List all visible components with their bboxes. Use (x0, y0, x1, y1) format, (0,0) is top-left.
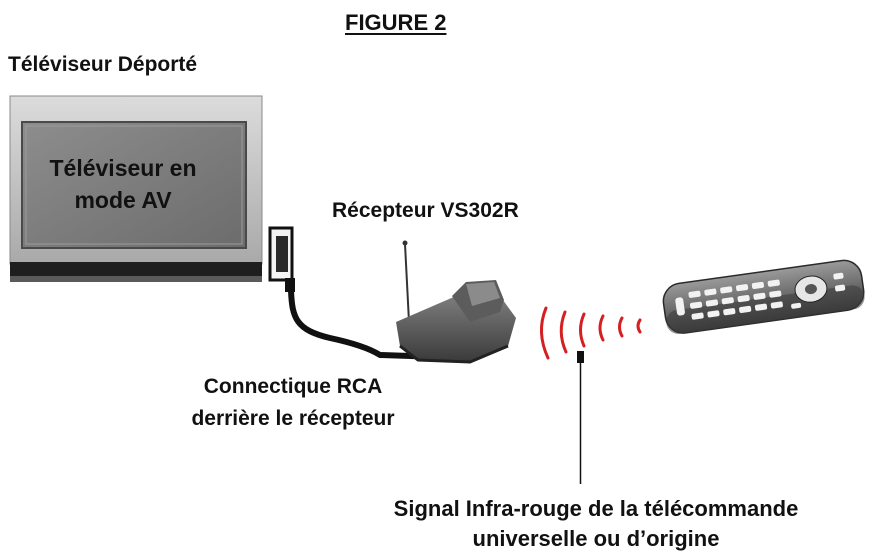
receiver-icon (396, 240, 516, 364)
tv-heading: Téléviseur Déporté (8, 53, 198, 76)
scart-connector-icon (268, 226, 295, 292)
rca-label-line2: derrière le récepteur (191, 407, 395, 430)
infrared-signal-label-line1: Signal Infra-rouge de la télécommande (393, 496, 799, 521)
infrared-signal-label: Signal Infra-rouge de la télécommande un… (326, 494, 866, 554)
tv-screen-label-line2: mode AV (74, 187, 172, 213)
television-icon (9, 95, 263, 282)
tv-screen-label-line1: Téléviseur en (49, 155, 197, 181)
infrared-waves-icon (540, 306, 642, 360)
remote-control-icon (662, 259, 865, 334)
receiver-label: Récepteur VS302R (332, 199, 519, 222)
rca-label: Connectique RCA derrière le récepteur (150, 371, 436, 435)
infrared-signal-label-line2: universelle ou d’origine (472, 526, 720, 551)
tv-screen-label: Téléviseur en mode AV (28, 152, 218, 216)
rca-cable (288, 287, 443, 360)
rca-label-line1: Connectique RCA (203, 375, 383, 398)
figure-title: FIGURE 2 (345, 10, 447, 35)
signal-marker (577, 351, 584, 363)
